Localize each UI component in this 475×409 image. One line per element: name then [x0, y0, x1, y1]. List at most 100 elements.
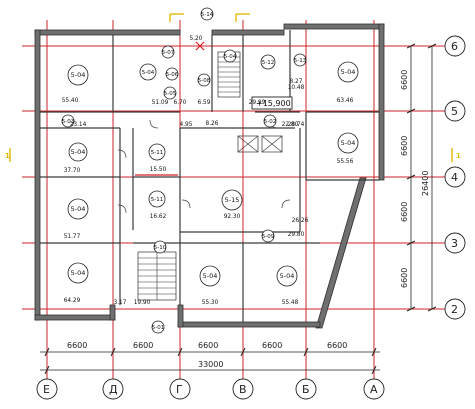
room-area-label: 55.48 — [282, 300, 299, 306]
section-label-left: 1 — [5, 152, 10, 160]
room-tag-circle — [263, 114, 277, 128]
axis-bubble-6: 6 — [451, 40, 458, 53]
small-area-number: 10.48 — [288, 85, 305, 91]
small-area-number: 6.59 — [198, 100, 211, 106]
room-tag-label: 5-07 — [162, 50, 175, 56]
room-tag-circle — [337, 132, 359, 154]
level-mark-text: +15,900 — [256, 99, 291, 108]
stair-bottom — [137, 251, 177, 301]
axis-bubble-3: 3 — [451, 237, 458, 250]
dim-h-total: 33000 — [198, 360, 223, 369]
axis-bubble-d: Д — [109, 383, 118, 396]
elevator-shafts — [237, 135, 283, 153]
room-tag-label: 5-06 — [166, 72, 179, 78]
room-tag-circle — [67, 198, 89, 220]
room-tag-label: 5-15 — [225, 196, 240, 204]
room-tag-label: 5-01 — [152, 325, 164, 331]
axis-bubbles-numbers: 6 5 4 3 2 — [444, 35, 466, 320]
room-tag-label: 5-14 — [201, 12, 214, 18]
room-tag-circle — [68, 142, 88, 162]
room-area-label: 92.30 — [224, 214, 241, 220]
room-tag-circle — [199, 265, 221, 287]
room-tag-circle — [148, 143, 166, 161]
room-tag-label: 5-04 — [224, 54, 237, 60]
small-area-numbers: 5.206.596.708.268.2710.483.174.9526.2628… — [114, 36, 309, 306]
room-tag-circle — [153, 240, 167, 254]
section-label-right: 1 — [456, 152, 461, 160]
room-area-label: 19.90 — [134, 300, 151, 306]
axis-bubbles-letters: Е Д Г В Б А — [36, 378, 385, 400]
room-area-label: 29.80 — [288, 232, 305, 238]
room-tag-label: 5-13 — [294, 58, 307, 64]
axis-bubble-v: В — [239, 383, 247, 396]
room-tag-circle — [261, 229, 275, 243]
axis-bubble-b: Б — [302, 383, 310, 396]
small-area-number: 4.95 — [180, 122, 193, 128]
room-tag-label: 5-04 — [71, 71, 86, 79]
room-tag-label: 5-04 — [280, 272, 295, 280]
room-tag-label: 5-04 — [142, 70, 155, 76]
room-area-label: 29.99 — [249, 100, 266, 106]
small-area-number: 3.17 — [114, 300, 127, 306]
small-area-number: 8.26 — [206, 121, 219, 127]
wall-left — [34, 29, 41, 321]
wall-right-slanted — [315, 177, 367, 329]
wall-bottom-left — [34, 314, 116, 321]
room-tag-circle — [161, 45, 175, 59]
room-area-label: 22.80 — [282, 122, 299, 128]
room-area-label: 55.30 — [202, 300, 219, 306]
axis-bubble-5: 5 — [451, 105, 458, 118]
wall-top-left — [34, 29, 181, 36]
wall-bottom-jog-2 — [177, 304, 184, 328]
room-tag-circle — [67, 64, 89, 86]
room-tag-circle — [165, 67, 179, 81]
room-area-label: 16.62 — [150, 214, 167, 220]
wall-right — [378, 23, 385, 181]
dim-v-3: 6600 — [400, 202, 409, 222]
room-tag-label: 5-09 — [262, 234, 275, 240]
dim-v-4: 6600 — [400, 268, 409, 288]
room-tag-circle — [163, 86, 177, 100]
room-tag-circle — [260, 54, 276, 70]
dimension-horizontal: 6600 6600 6600 6600 6600 33000 — [40, 341, 380, 375]
room-tag-circle — [197, 73, 211, 87]
dim-h-5: 6600 — [327, 341, 347, 350]
room-tag-label: 5-10 — [154, 245, 167, 251]
wall-top-right — [283, 23, 385, 30]
room-tag-label: 5-04 — [71, 148, 86, 156]
section-markers: 1 1 — [5, 13, 461, 162]
room-tag-label: 5-12 — [262, 60, 274, 66]
room-tag-circle — [337, 61, 359, 83]
room-tag-circle — [148, 190, 166, 208]
room-tag-circle — [221, 189, 243, 211]
door-swings — [117, 119, 291, 214]
room-tag-circle — [293, 53, 307, 67]
dim-v-total: 26400 — [421, 171, 430, 196]
room-tag-circle — [200, 7, 214, 21]
room-tag-label: 5-04 — [341, 68, 356, 76]
small-area-number: 26.26 — [292, 218, 309, 224]
room-tag-label: 5-04 — [71, 205, 86, 213]
room-area-label: 51.09 — [152, 100, 169, 106]
room-tag-label: 5-02 — [264, 119, 276, 125]
dim-h-4: 6600 — [262, 341, 282, 350]
axis-bubble-2: 2 — [451, 303, 458, 316]
small-area-number: 6.70 — [174, 100, 187, 106]
dim-v-1: 6600 — [400, 70, 409, 90]
room-tag-circle — [139, 63, 157, 81]
axis-bubble-4: 4 — [451, 171, 458, 184]
room-area-label: 23.14 — [70, 122, 87, 128]
dim-h-3: 6600 — [198, 341, 218, 350]
small-area-number: 8.27 — [290, 79, 303, 85]
room-tag-label: 5-04 — [71, 269, 86, 277]
room-tag-label: 5-08 — [198, 78, 211, 84]
room-tag-circle — [67, 262, 89, 284]
axis-bubble-a: А — [370, 383, 378, 396]
room-area-label: 15.50 — [150, 167, 167, 173]
stair-top — [217, 51, 241, 98]
room-area-label: 51.77 — [64, 234, 81, 240]
axis-bubble-g: Г — [176, 383, 183, 396]
room-tag-circle — [61, 114, 75, 128]
room-tags: 5-0455.405-045-075-065-0551.095-085-0429… — [61, 7, 359, 334]
